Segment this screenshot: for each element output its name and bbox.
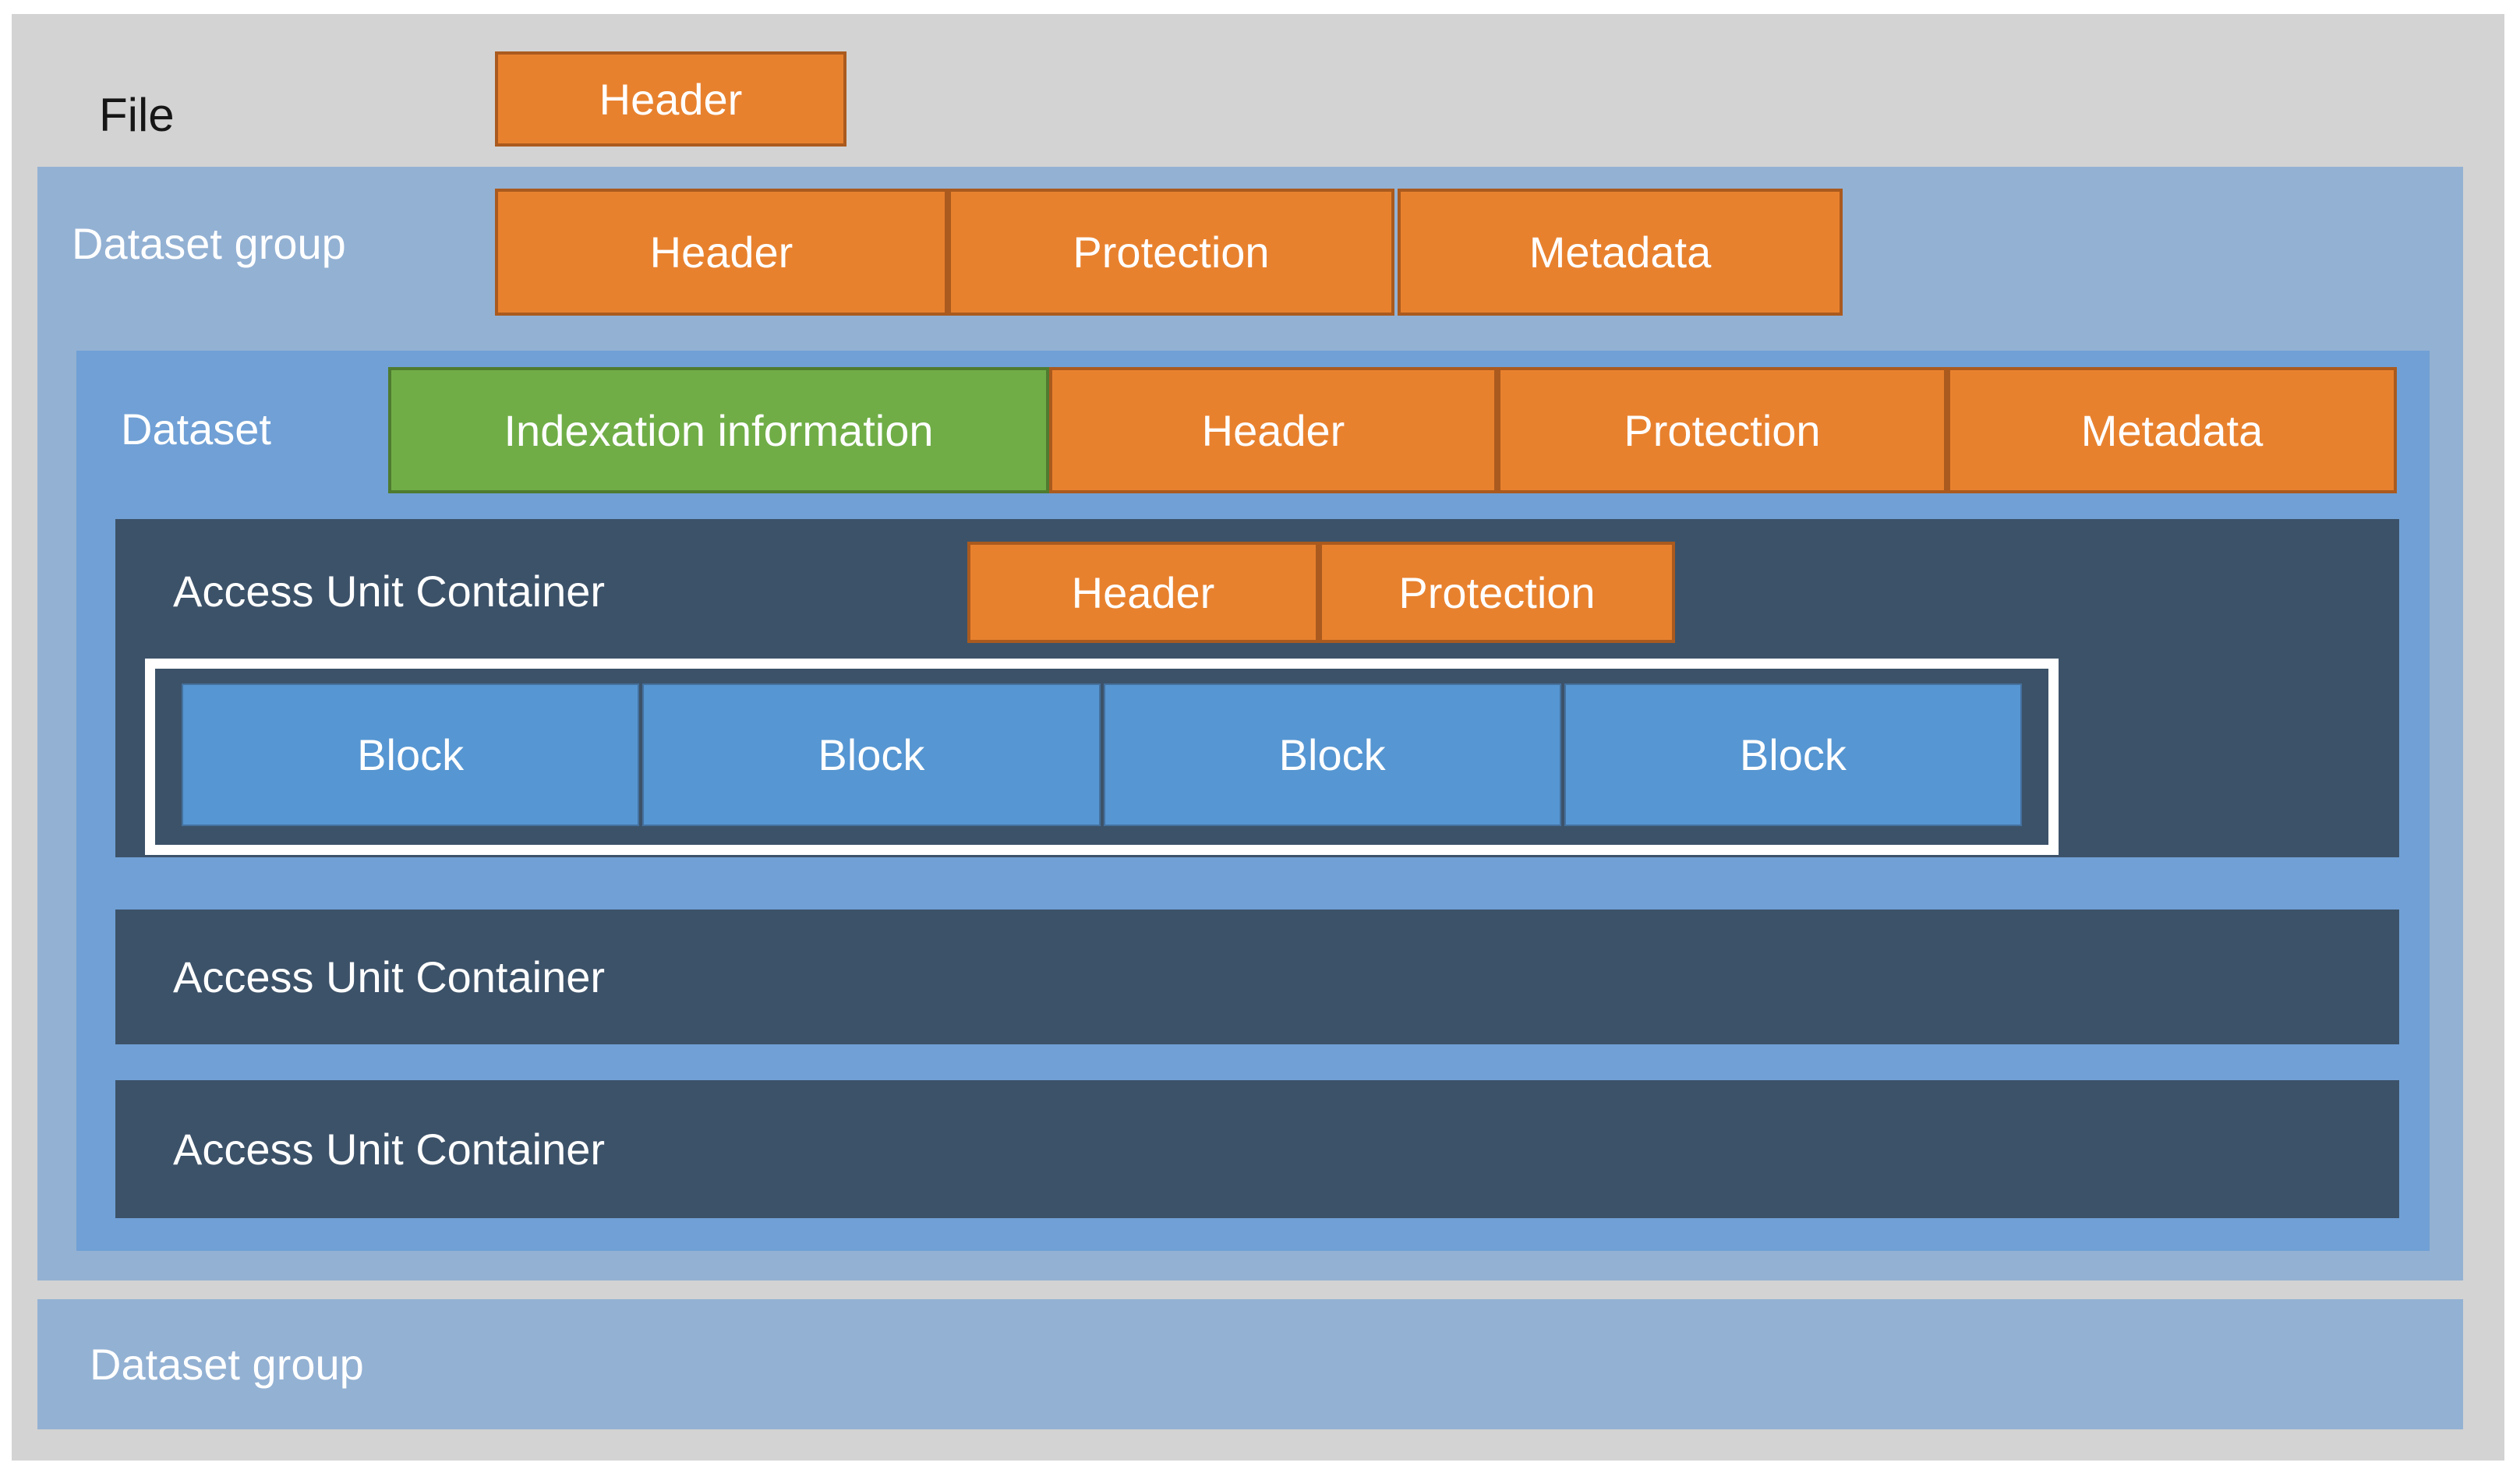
block-box: Block xyxy=(1564,683,2022,826)
access-unit-container-1-label: Access Unit Container xyxy=(173,567,606,616)
dataset-protection-box: Protection xyxy=(1497,367,1947,493)
indexation-information-box: Indexation information xyxy=(388,367,1049,493)
access-unit-container-3-label: Access Unit Container xyxy=(173,1125,606,1174)
access-unit-header-box: Header xyxy=(967,542,1319,643)
access-unit-container-2: Access Unit Container xyxy=(115,910,2399,1044)
dataset-header-box: Header xyxy=(1049,367,1497,493)
dataset-group-header-box: Header xyxy=(495,189,948,316)
dataset-group-label: Dataset group xyxy=(72,219,346,268)
access-unit-container-1: Access Unit Container Header Protection … xyxy=(115,519,2399,857)
block-box: Block xyxy=(642,683,1101,826)
block-box: Block xyxy=(1103,683,1561,826)
dataset-group-bottom-label: Dataset group xyxy=(90,1340,364,1389)
dataset-label: Dataset xyxy=(121,404,271,454)
dataset-group-metadata-box: Metadata xyxy=(1398,189,1843,316)
block-box: Block xyxy=(182,683,640,826)
dataset-group-container: Dataset group Header Protection Metadata… xyxy=(37,167,2463,1280)
access-unit-protection-box: Protection xyxy=(1319,542,1675,643)
file-container: File Header Dataset group Header Protect… xyxy=(12,14,2504,1461)
dataset-container: Dataset Indexation information Header Pr… xyxy=(76,351,2430,1251)
file-label: File xyxy=(99,89,175,141)
dataset-group-protection-box: Protection xyxy=(948,189,1394,316)
access-unit-container-3: Access Unit Container xyxy=(115,1080,2399,1218)
file-header-box: Header xyxy=(495,51,846,147)
block-group-frame: Block Block Block Block xyxy=(145,659,2059,855)
access-unit-container-2-label: Access Unit Container xyxy=(173,952,606,1001)
dataset-group-bottom-container: Dataset group xyxy=(37,1299,2463,1429)
dataset-metadata-box: Metadata xyxy=(1947,367,2397,493)
